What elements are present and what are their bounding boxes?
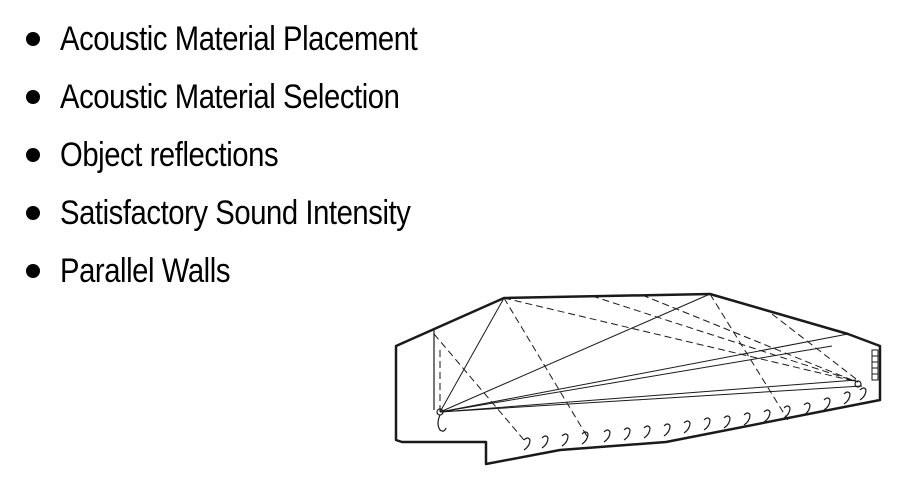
bullet-icon [26, 32, 40, 46]
bullet-icon [26, 264, 40, 278]
list-item: Parallel Walls [20, 242, 475, 300]
bullet-text: Acoustic Material Selection [60, 77, 400, 116]
source-stand [437, 414, 447, 432]
direct-sound-rays [439, 293, 863, 413]
audience-seats [523, 387, 867, 451]
bullet-text: Object reflections [60, 135, 279, 174]
bullet-icon [26, 206, 40, 220]
list-item: Satisfactory Sound Intensity [20, 184, 475, 242]
reflected-sound-rays [433, 293, 861, 441]
list-item: Acoustic Material Selection [20, 68, 475, 126]
bullet-text: Parallel Walls [60, 251, 231, 290]
list-item: Object reflections [20, 126, 475, 184]
bullet-text: Satisfactory Sound Intensity [60, 193, 411, 232]
bullet-icon [26, 90, 40, 104]
bullet-icon [26, 148, 40, 162]
bullet-text: Acoustic Material Placement [60, 19, 418, 58]
receiver-icon [854, 380, 862, 388]
bullet-list: Acoustic Material Placement Acoustic Mat… [20, 10, 475, 300]
wall-panel-icon [871, 349, 879, 381]
list-item: Acoustic Material Placement [20, 10, 475, 68]
auditorium-sound-reflection-diagram [394, 292, 882, 466]
